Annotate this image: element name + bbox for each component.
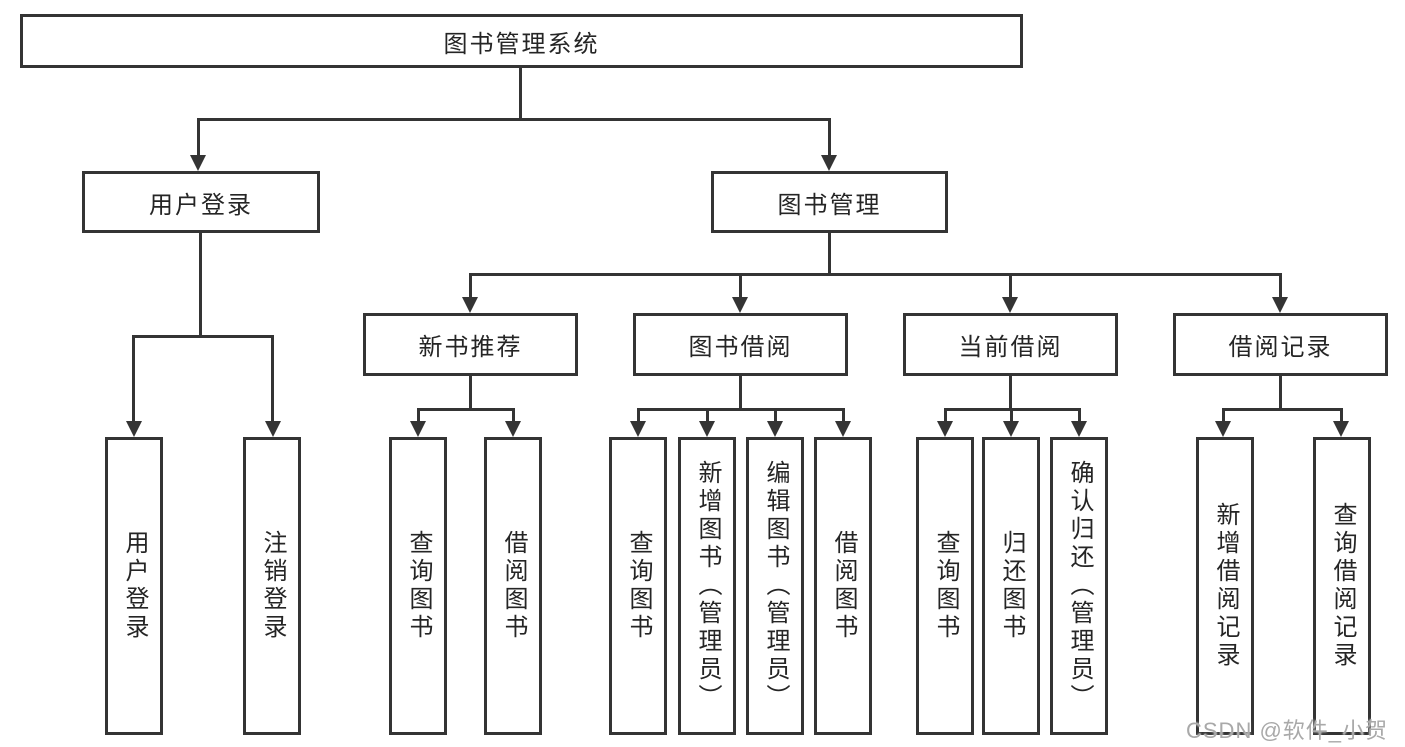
node-leaf-logout: 注销登录 (243, 437, 301, 735)
arrow-down-icon (732, 297, 748, 313)
node-book-borrow: 图书借阅 (633, 313, 848, 376)
arrow-down-icon (1071, 421, 1087, 437)
node-leaf-query-books-borrow: 查询图书 (609, 437, 667, 735)
node-borrow-records: 借阅记录 (1173, 313, 1388, 376)
arrow-down-icon (1215, 421, 1231, 437)
connector-line (469, 376, 472, 408)
node-leaf-query-borrow-record: 查询借阅记录 (1313, 437, 1371, 735)
node-root-label: 图书管理系统 (443, 30, 600, 58)
node-leaf-query-books-current: 查询图书 (916, 437, 974, 735)
arrow-down-icon (767, 421, 783, 437)
connector-line (417, 408, 420, 424)
node-new-book-recommend: 新书推荐 (363, 313, 578, 376)
connector-line (1009, 273, 1012, 299)
node-label: 当前借阅 (958, 334, 1063, 361)
node-label: 编辑图书（管理员） (762, 460, 789, 712)
node-label: 新增图书（管理员） (694, 460, 721, 712)
node-label: 用户登录 (121, 530, 148, 642)
node-label: 新增借阅记录 (1212, 502, 1239, 670)
node-leaf-query-books-recommend: 查询图书 (389, 437, 447, 735)
arrow-down-icon (1003, 421, 1019, 437)
connector-line (1340, 408, 1343, 424)
connector-line (944, 408, 947, 424)
connector-line (1222, 408, 1225, 424)
connector-line (199, 233, 202, 335)
arrow-down-icon (1272, 297, 1288, 313)
connector-line (739, 376, 742, 408)
node-label: 图书管理 (777, 191, 882, 219)
node-label: 图书借阅 (688, 334, 793, 361)
node-book-management: 图书管理 (711, 171, 948, 233)
node-label: 借阅记录 (1228, 334, 1333, 361)
arrow-down-icon (835, 421, 851, 437)
connector-line (774, 408, 777, 424)
node-user-login: 用户登录 (82, 171, 320, 233)
connector-line (842, 408, 845, 424)
connector-line (706, 408, 709, 424)
arrow-down-icon (1333, 421, 1349, 437)
connector-line (637, 408, 640, 424)
connector-line (828, 233, 831, 273)
arrow-down-icon (630, 421, 646, 437)
csdn-watermark: CSDN @软件_小贺同学 (1186, 718, 1389, 743)
node-root: 图书管理系统 (20, 14, 1023, 68)
node-label: 查询图书 (625, 530, 652, 642)
connector-line (828, 118, 831, 158)
connector-line (637, 408, 845, 411)
node-leaf-confirm-return-admin: 确认归还（管理员） (1050, 437, 1108, 735)
node-label: 借阅图书 (500, 530, 527, 642)
node-label: 查询图书 (932, 530, 959, 642)
arrow-down-icon (410, 421, 426, 437)
node-leaf-edit-book-admin: 编辑图书（管理员） (746, 437, 804, 735)
connector-line (197, 118, 200, 158)
node-label: 查询图书 (405, 530, 432, 642)
connector-line (519, 68, 522, 118)
arrow-down-icon (462, 297, 478, 313)
node-leaf-add-borrow-record: 新增借阅记录 (1196, 437, 1254, 735)
arrow-down-icon (190, 155, 206, 171)
arrow-down-icon (1002, 297, 1018, 313)
connector-line (132, 335, 274, 338)
node-label: 注销登录 (259, 530, 286, 642)
node-leaf-user-login: 用户登录 (105, 437, 163, 735)
node-label: 借阅图书 (830, 530, 857, 642)
arrow-down-icon (699, 421, 715, 437)
node-label: 查询借阅记录 (1329, 502, 1356, 670)
node-leaf-add-book-admin: 新增图书（管理员） (678, 437, 736, 735)
connector-line (198, 118, 831, 121)
connector-line (1222, 408, 1343, 411)
node-label: 新书推荐 (418, 334, 523, 361)
connector-line (469, 273, 472, 299)
connector-line (1279, 273, 1282, 299)
node-leaf-borrow-books-recommend: 借阅图书 (484, 437, 542, 735)
connector-line (1010, 408, 1013, 424)
connector-line (469, 273, 1282, 276)
arrow-down-icon (821, 155, 837, 171)
node-leaf-return-book: 归还图书 (982, 437, 1040, 735)
node-current-borrow: 当前借阅 (903, 313, 1118, 376)
arrow-down-icon (126, 421, 142, 437)
arrow-down-icon (937, 421, 953, 437)
node-label: 用户登录 (149, 191, 253, 219)
node-label: 确认归还（管理员） (1066, 460, 1093, 712)
connector-line (271, 335, 274, 423)
connector-line (1009, 376, 1012, 408)
arrow-down-icon (505, 421, 521, 437)
connector-line (739, 273, 742, 299)
connector-line (417, 408, 515, 411)
node-label: 归还图书 (998, 530, 1025, 642)
connector-line (1279, 376, 1282, 408)
connector-line (1078, 408, 1081, 424)
connector-line (132, 335, 135, 423)
arrow-down-icon (265, 421, 281, 437)
connector-line (512, 408, 515, 424)
node-leaf-borrow-books: 借阅图书 (814, 437, 872, 735)
